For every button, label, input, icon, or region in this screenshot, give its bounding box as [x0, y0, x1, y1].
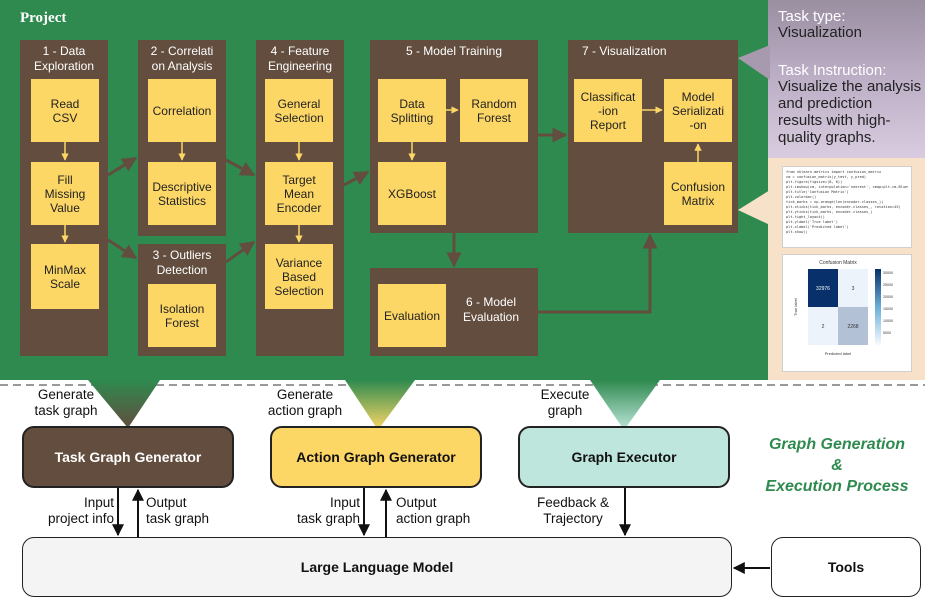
group-label: 2 - Correlati on Analysis — [150, 44, 214, 73]
cb-tick-1: 25000 — [883, 283, 893, 287]
code-line: cm = confusion_matrix(y_test, y_pred) — [786, 175, 867, 179]
cm-cell-1-text: 3 — [852, 286, 855, 292]
task-info-panel: Task type: Visualization Task Instructio… — [768, 0, 925, 158]
code-snippet: from sklearn.metrics import confusion_ma… — [782, 166, 912, 248]
task-type-value: Visualization — [778, 24, 862, 41]
tools[interactable]: Tools — [771, 537, 921, 597]
code-line: plt.xticks(tick_marks, encoder.classes_,… — [786, 205, 901, 209]
label-output-task-graph: Output task graph — [146, 495, 210, 526]
code-line: plt.title('Confusion Matrix') — [786, 190, 849, 194]
action-graph-generator[interactable]: Action Graph Generator — [270, 426, 482, 488]
node-read-csv[interactable]: Read CSV — [31, 79, 99, 142]
code-line: plt.colorbar() — [786, 195, 817, 199]
node-model-serialization[interactable]: Model Serializati -on — [664, 79, 732, 142]
cm-cell-0-text: 32976 — [816, 286, 830, 292]
label-input-project-info: Input project info — [47, 495, 114, 526]
cb-tick-2: 20000 — [883, 295, 893, 299]
code-line: plt.ylabel('True label') — [786, 220, 838, 224]
label-execute-graph: Execute graph — [540, 387, 590, 418]
node-isolation-forest[interactable]: Isolation Forest — [148, 284, 216, 347]
node-xgboost[interactable]: XGBoost — [378, 162, 446, 225]
code-line: plt.xlabel('Predicted label') — [786, 225, 849, 229]
code-line: from sklearn.metrics import confusion_ma… — [786, 170, 882, 174]
cm-cell-2-text: 2 — [822, 324, 825, 330]
label-feedback-trajectory: Feedback & Trajectory — [536, 495, 610, 526]
code-line: plt.imshow(cm, interpolation='nearest', … — [786, 185, 908, 189]
graph-executor[interactable]: Graph Executor — [518, 426, 730, 488]
process-title: Graph Generation & Execution Process — [765, 436, 909, 495]
task-instruction-value: Visualize the analysis and prediction re… — [778, 78, 922, 146]
cb-tick-3: 15000 — [883, 307, 893, 311]
label-input-task-graph: Input task graph — [296, 495, 360, 526]
node-data-splitting[interactable]: Data Splitting — [378, 79, 446, 142]
cm-colorbar — [875, 269, 881, 345]
confusion-matrix-image: Confusion Matrix 32976 3 2 2268 30000 25… — [782, 254, 912, 372]
node-classification-report[interactable]: Classificat -ion Report — [574, 79, 642, 142]
cm-cell-0 — [808, 269, 838, 307]
label-generate-action-graph: Generate action graph — [267, 387, 343, 418]
node-target-mean-encoder[interactable]: Target Mean Encoder — [265, 162, 333, 225]
group-label: 7 - Visualization — [582, 44, 667, 58]
cb-tick-5: 5000 — [883, 331, 891, 335]
cm-ylabel: True label — [793, 298, 798, 316]
label-generate-task-graph: Generate task graph — [34, 387, 98, 418]
node-correlation[interactable]: Correlation — [148, 79, 216, 142]
confusion-matrix-chart: Confusion Matrix 32976 3 2 2268 30000 25… — [793, 260, 893, 356]
cm-xlabel: Predicted label — [825, 351, 852, 356]
cb-tick-0: 30000 — [883, 271, 893, 275]
label-output-action-graph: Output action graph — [396, 495, 471, 526]
node-fill-missing-value[interactable]: Fill Missing Value — [31, 162, 99, 225]
group-label: 1 - Data Exploration — [33, 44, 95, 73]
cm-title: Confusion Matrix — [819, 260, 857, 266]
project-title: Project — [20, 10, 67, 26]
code-line: plt.show() — [786, 230, 808, 234]
group-label: 4 - Feature Engineering — [267, 44, 333, 73]
task-type-label: Task type: — [778, 8, 846, 25]
cm-cell-1 — [838, 269, 868, 307]
task-instruction-label: Task Instruction: — [778, 62, 887, 79]
code-line: plt.tight_layout() — [786, 215, 825, 219]
cm-cell-2 — [808, 307, 838, 345]
node-descriptive-statistics[interactable]: Descriptive Statistics — [148, 162, 216, 225]
cm-cell-3 — [838, 307, 868, 345]
node-random-forest[interactable]: Random Forest — [460, 79, 528, 142]
group-label: 6 - Model Evaluation — [462, 295, 520, 324]
code-line: tick_marks = np.arange(len(encoder.class… — [786, 200, 884, 204]
task-graph-generator[interactable]: Task Graph Generator — [22, 426, 234, 488]
node-minmax-scale[interactable]: MinMax Scale — [31, 244, 99, 309]
group-label: 5 - Model Training — [405, 44, 503, 58]
cb-tick-4: 10000 — [883, 319, 893, 323]
code-line: plt.figure(figsize=(8, 6)) — [786, 180, 843, 184]
node-general-selection[interactable]: General Selection — [265, 79, 333, 142]
group-label: 3 - Outliers Detection — [152, 248, 212, 277]
large-language-model[interactable]: Large Language Model — [22, 537, 732, 597]
node-variance-based-selection[interactable]: Variance Based Selection — [265, 244, 333, 309]
output-panel: from sklearn.metrics import confusion_ma… — [768, 158, 925, 380]
code-line: plt.yticks(tick_marks, encoder.classes_) — [786, 210, 873, 214]
cm-cell-3-text: 2268 — [847, 324, 858, 330]
node-confusion-matrix[interactable]: Confusion Matrix — [664, 162, 732, 225]
node-evaluation[interactable]: Evaluation — [378, 284, 446, 347]
